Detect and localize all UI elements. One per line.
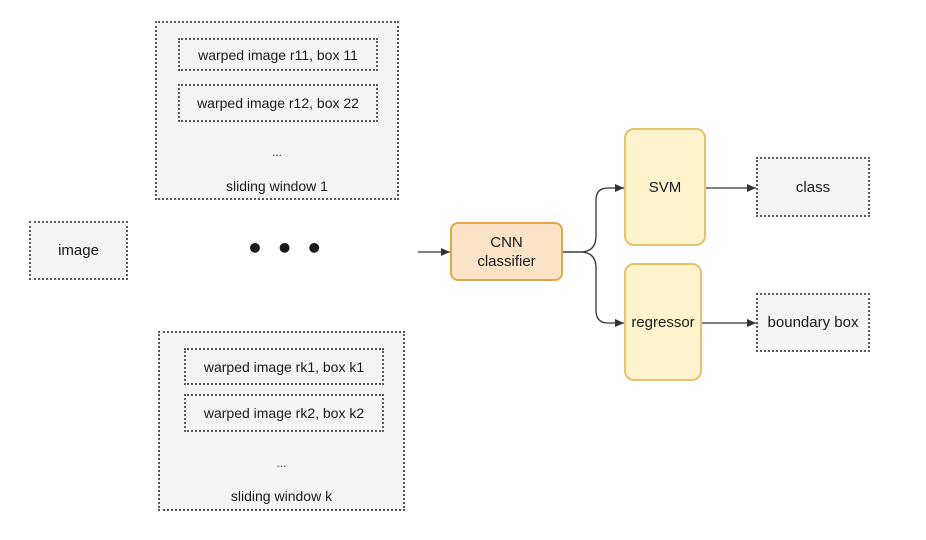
arrow-cnn-to-svm <box>563 184 624 253</box>
cnn-label-line2: classifier <box>477 252 536 270</box>
warped-image-r11-label: warped image r11, box 11 <box>198 46 358 63</box>
warped-image-rk2: warped image rk2, box k2 <box>184 394 384 432</box>
window-k-caption: sliding window k <box>230 488 333 504</box>
regressor-label: regressor <box>631 313 695 331</box>
class-output-node: class <box>756 157 870 217</box>
warped-image-rk1: warped image rk1, box k1 <box>184 348 384 385</box>
warped-image-r11: warped image r11, box 11 <box>178 38 378 71</box>
image-node: image <box>29 221 128 280</box>
cnn-classifier-node: CNN classifier <box>450 222 563 281</box>
arrow-cnn-to-regressor <box>563 251 624 327</box>
warped-image-r12: warped image r12, box 22 <box>178 84 378 122</box>
windows-ellipsis: • • • <box>246 232 325 265</box>
window-k-ellipsis: ... <box>276 456 287 470</box>
warped-image-r12-label: warped image r12, box 22 <box>197 95 359 111</box>
class-output-label: class <box>795 178 831 196</box>
sliding-window-k: warped image rk1, box k1 warped image rk… <box>158 331 405 511</box>
warped-image-rk1-label: warped image rk1, box k1 <box>203 358 365 375</box>
boundary-box-output-label: boundary box <box>767 314 859 331</box>
window-1-ellipsis: ... <box>271 145 282 159</box>
sliding-window-1: warped image r11, box 11 warped image r1… <box>155 21 399 200</box>
regressor-node: regressor <box>624 263 702 381</box>
cnn-label-line1: CNN <box>490 233 523 251</box>
svm-node: SVM <box>624 128 706 246</box>
warped-image-rk2-label: warped image rk2, box k2 <box>203 405 365 421</box>
svm-label: SVM <box>648 178 682 196</box>
boundary-box-output-node: boundary box <box>756 293 870 352</box>
image-node-label: image <box>58 242 99 259</box>
window-1-caption: sliding window 1 <box>226 178 328 194</box>
